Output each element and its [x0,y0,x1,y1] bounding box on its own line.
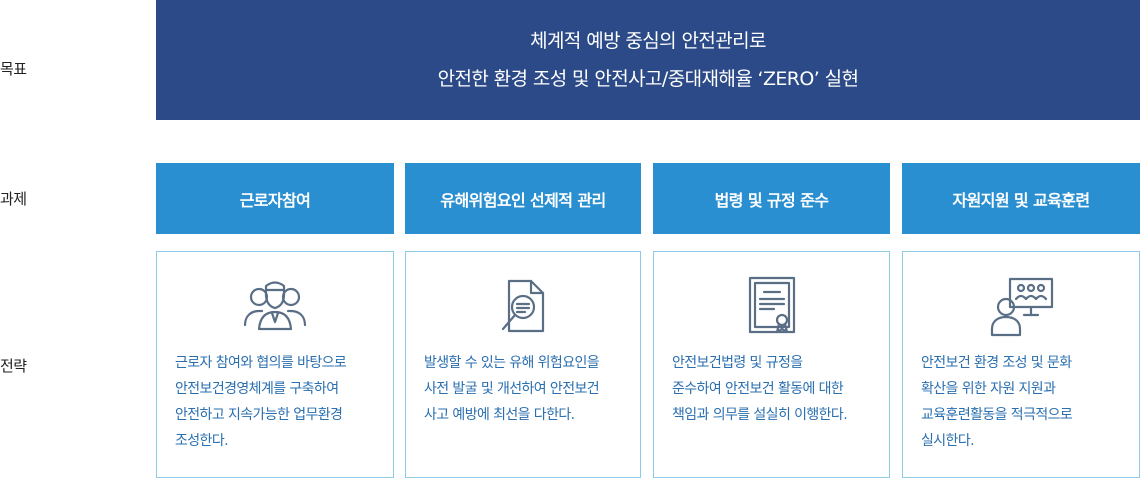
desc-line: 사전 발굴 및 개선하여 안전보건 [424,381,600,397]
desc-line: 교육훈련활동을 적극적으로 [921,407,1073,423]
desc-line: 근로자 참여와 협의를 바탕으로 [175,355,347,371]
row-label-strategy: 전략 [0,357,27,375]
goal-line-1: 체계적 예방 중심의 안전관리로 [530,30,766,52]
desc-line: 실시한다. [921,433,975,449]
row-label-tasks: 과제 [0,190,27,208]
strategy-card-1: 근로자 참여와 협의를 바탕으로 안전보건경영체계를 구축하여 안전하고 지속가… [156,251,394,478]
training-presentation-icon [981,274,1061,340]
strategy-desc-2: 발생할 수 있는 유해 위험요인을 사전 발굴 및 개선하여 안전보건 사고 예… [424,350,628,428]
goal-banner: 체계적 예방 중심의 안전관리로 안전한 환경 조성 및 안전사고/중대재해율 … [156,0,1140,120]
strategy-desc-1: 근로자 참여와 협의를 바탕으로 안전보건경영체계를 구축하여 안전하고 지속가… [175,350,381,454]
desc-line: 사고 예방에 최선을 다한다. [424,407,575,423]
desc-line: 발생할 수 있는 유해 위험요인을 [424,355,600,371]
strategy-desc-4: 안전보건 환경 조성 및 문화 확산을 위한 자원 지원과 교육훈련활동을 적극… [921,350,1127,454]
certificate-icon [732,274,812,340]
desc-line: 안전보건 환경 조성 및 문화 [921,355,1072,371]
document-search-icon [483,274,563,340]
desc-line: 준수하여 안전보건 활동에 대한 [672,381,844,397]
workers-group-icon [235,274,315,340]
desc-line: 안전보건법령 및 규정을 [672,355,803,371]
strategy-card-2: 발생할 수 있는 유해 위험요인을 사전 발굴 및 개선하여 안전보건 사고 예… [405,251,641,478]
task-hazard-management: 유해위험요인 선제적 관리 [405,163,641,234]
task-regulation-compliance: 법령 및 규정 준수 [653,163,890,234]
desc-line: 확산을 위한 자원 지원과 [921,381,1056,397]
desc-line: 조성한다. [175,433,229,449]
task-worker-participation: 근로자참여 [156,163,394,234]
strategy-card-4: 안전보건 환경 조성 및 문화 확산을 위한 자원 지원과 교육훈련활동을 적극… [902,251,1140,478]
task-resource-training: 자원지원 및 교육훈련 [902,163,1140,234]
goal-line-2: 안전한 환경 조성 및 안전사고/중대재해율 ‘ZERO’ 실현 [437,68,859,90]
desc-line: 안전하고 지속가능한 업무환경 [175,407,343,423]
row-label-goal: 목표 [0,60,27,78]
strategy-desc-3: 안전보건법령 및 규정을 준수하여 안전보건 활동에 대한 책임과 의무를 설실… [672,350,877,428]
desc-line: 책임과 의무를 설실히 이행한다. [672,407,848,423]
desc-line: 안전보건경영체계를 구축하여 [175,381,339,397]
strategy-card-3: 안전보건법령 및 규정을 준수하여 안전보건 활동에 대한 책임과 의무를 설실… [653,251,890,478]
